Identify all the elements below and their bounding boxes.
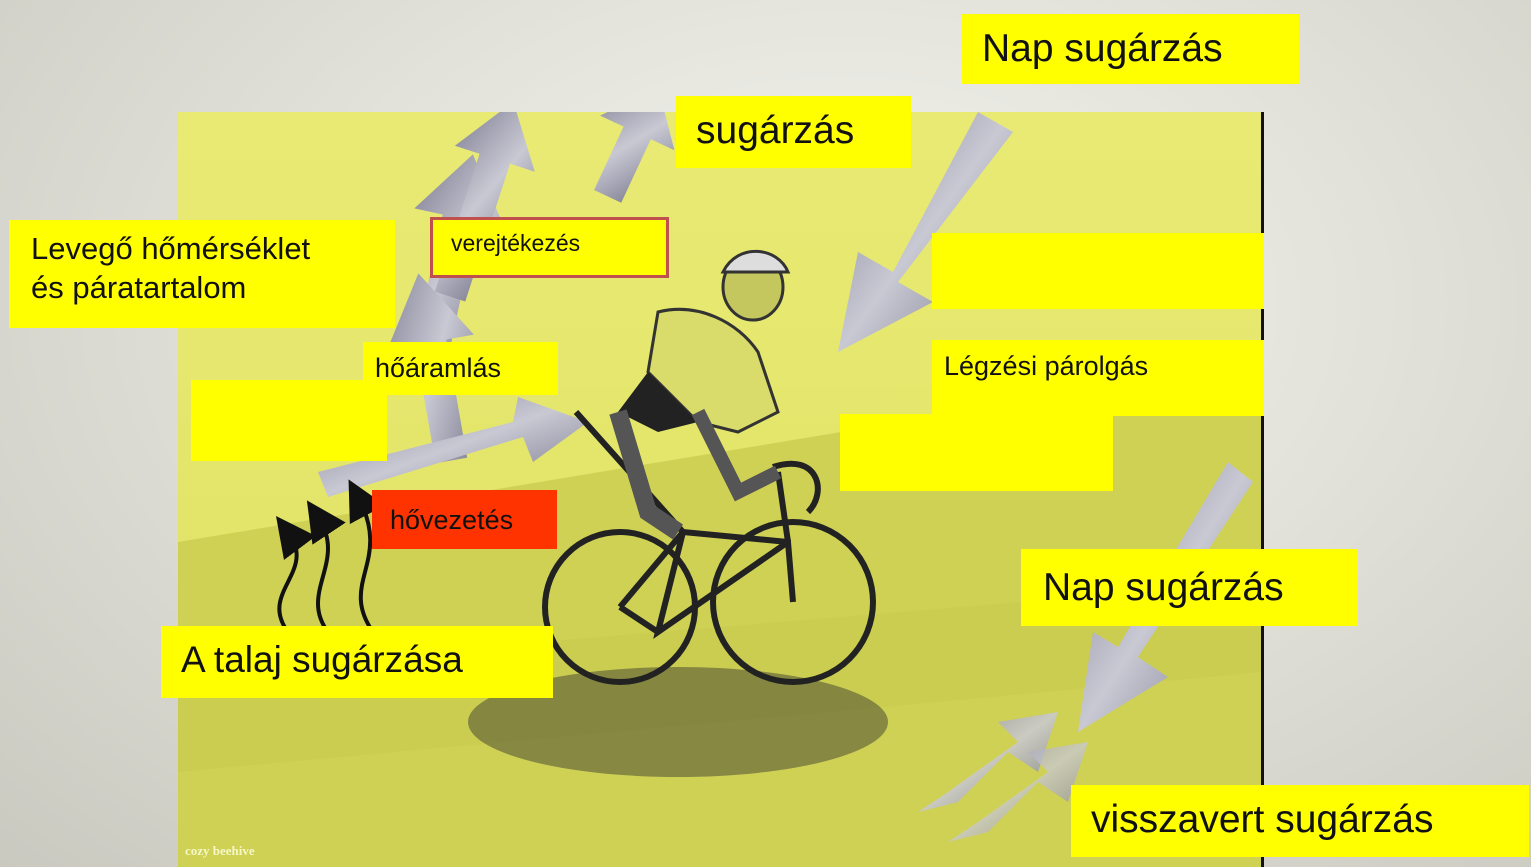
reflected-radiation-label: visszavert sugárzás (1071, 785, 1529, 857)
blank-label-right-mid (840, 414, 1113, 491)
blank-label-left (191, 380, 387, 461)
air-temperature-humidity-label: Levegő hőmérséklet és páratartalom (9, 220, 395, 328)
sun-radiation-label-top: Nap sugárzás (962, 14, 1299, 84)
shadow (468, 667, 888, 777)
ground-radiation-label: A talaj sugárzása (161, 626, 553, 698)
cyclist (609, 249, 791, 540)
sun-radiation-label-side: Nap sugárzás (1021, 549, 1358, 626)
conduction-label: hővezetés (372, 490, 557, 549)
frame-edge (1261, 112, 1264, 867)
reflected-arrow (918, 712, 1058, 812)
respiratory-evaporation-label: Légzési párolgás (932, 340, 1264, 416)
radiation-label: sugárzás (676, 96, 911, 168)
convection-label: hőáramlás (363, 342, 558, 395)
bicycle (542, 410, 876, 685)
sweating-label: verejtékezés (430, 217, 669, 278)
up-arrow (594, 112, 675, 203)
reflected-arrow (948, 742, 1088, 842)
convection-arrow (318, 397, 588, 497)
credit-text: cozy beehive (185, 843, 255, 858)
sun-arrow (838, 112, 1013, 352)
blank-label-right-top (932, 233, 1264, 309)
